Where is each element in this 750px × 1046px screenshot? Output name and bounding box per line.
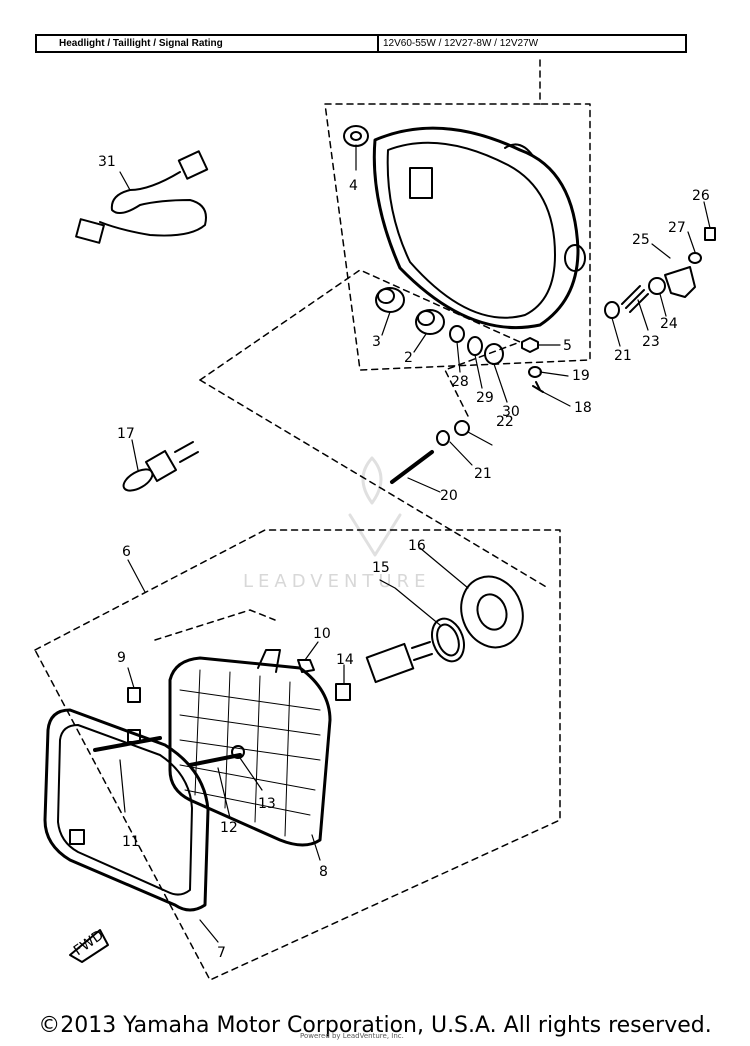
callout-21-upper: 21	[614, 348, 632, 364]
callout-24: 24	[660, 316, 678, 332]
callout-25: 25	[632, 232, 650, 248]
callout-22: 22	[496, 414, 514, 430]
callout-9: 9	[117, 650, 126, 666]
headlight-housing	[372, 126, 586, 330]
nut-part-13	[231, 745, 245, 759]
rating-table-label: Headlight / Taillight / Signal Rating	[37, 36, 379, 51]
callout-23: 23	[642, 334, 660, 350]
callout-30: 30	[502, 404, 520, 420]
copyright-footer: ©2013 Yamaha Motor Corporation, U.S.A. A…	[38, 1013, 712, 1038]
callout-labels: 1 2 3 4 5 6 7 8 9 10 11 12 13 14 15 16 1…	[71, 154, 710, 961]
washer-part-19	[528, 366, 542, 378]
halogen-bulb	[365, 641, 433, 684]
group-outline-housing	[199, 59, 591, 589]
nut-part-9	[127, 729, 141, 743]
watermark-text: LEADVENTURE	[243, 571, 431, 592]
nut-part-22	[454, 420, 470, 436]
leader-lines	[119, 144, 711, 943]
washer-part-21-lower	[436, 430, 450, 446]
callout-18: 18	[574, 400, 592, 416]
callout-16: 16	[408, 538, 426, 554]
callout-4: 4	[349, 178, 358, 194]
leadventure-logo	[348, 456, 402, 557]
callout-27: 27	[668, 220, 686, 236]
callout-13: 13	[258, 796, 276, 812]
collar-part-2	[415, 309, 445, 335]
callout-10: 10	[313, 626, 331, 642]
nut-part-14	[335, 683, 351, 701]
nut-part-10	[297, 659, 315, 673]
washer-part-28	[449, 325, 465, 343]
callout-31: 31	[98, 154, 116, 170]
footer-small-print: Powered by LeadVenture, Inc.	[300, 1032, 404, 1040]
collar-part-30	[484, 343, 504, 365]
callout-20: 20	[440, 488, 458, 504]
washer-part-27	[688, 252, 702, 264]
collar-part-3	[375, 287, 405, 313]
headlight-rim-part-7	[43, 708, 210, 912]
callout-28: 28	[451, 374, 469, 390]
screw-part-9	[127, 687, 141, 703]
screw-part-12	[188, 753, 242, 767]
seal-part-15	[431, 617, 465, 663]
callout-19: 19	[572, 368, 590, 384]
callout-11: 11	[122, 834, 140, 850]
rating-table-value: 12V60-55W / 12V27-8W / 12V27W	[383, 38, 539, 49]
screw-part-26	[704, 227, 716, 241]
spring-part-23	[621, 285, 649, 313]
callout-15: 15	[372, 560, 390, 576]
callout-14: 14	[336, 652, 354, 668]
callout-6: 6	[122, 544, 131, 560]
washer-part-21-upper	[604, 301, 620, 319]
bracket-part-25	[664, 266, 696, 298]
callout-5: 5	[563, 338, 572, 354]
bulb-part-17	[122, 441, 199, 492]
grommet-part-4	[343, 125, 369, 147]
screw-part-20	[390, 450, 434, 484]
screw-part-11	[93, 736, 162, 752]
nut-part-5	[521, 337, 539, 353]
dust-cover-part-16	[460, 575, 524, 649]
wire-harness-part-31	[75, 150, 209, 244]
nut-part-24	[648, 277, 666, 295]
callout-12: 12	[220, 820, 238, 836]
callout-29: 29	[476, 390, 494, 406]
bolt-part-18	[532, 381, 544, 393]
rating-table: Headlight / Taillight / Signal Rating 12…	[35, 34, 687, 53]
callout-26: 26	[692, 188, 710, 204]
headlight-unit-part-8	[168, 649, 332, 847]
callout-3: 3	[372, 334, 381, 350]
callout-8: 8	[319, 864, 328, 880]
callout-21-lower: 21	[474, 466, 492, 482]
callout-2: 2	[404, 350, 413, 366]
group-outline-lamp	[34, 529, 561, 981]
fwd-arrow	[69, 929, 109, 963]
callout-17: 17	[117, 426, 135, 442]
callout-7: 7	[217, 945, 226, 961]
washer-part-29	[467, 336, 483, 356]
